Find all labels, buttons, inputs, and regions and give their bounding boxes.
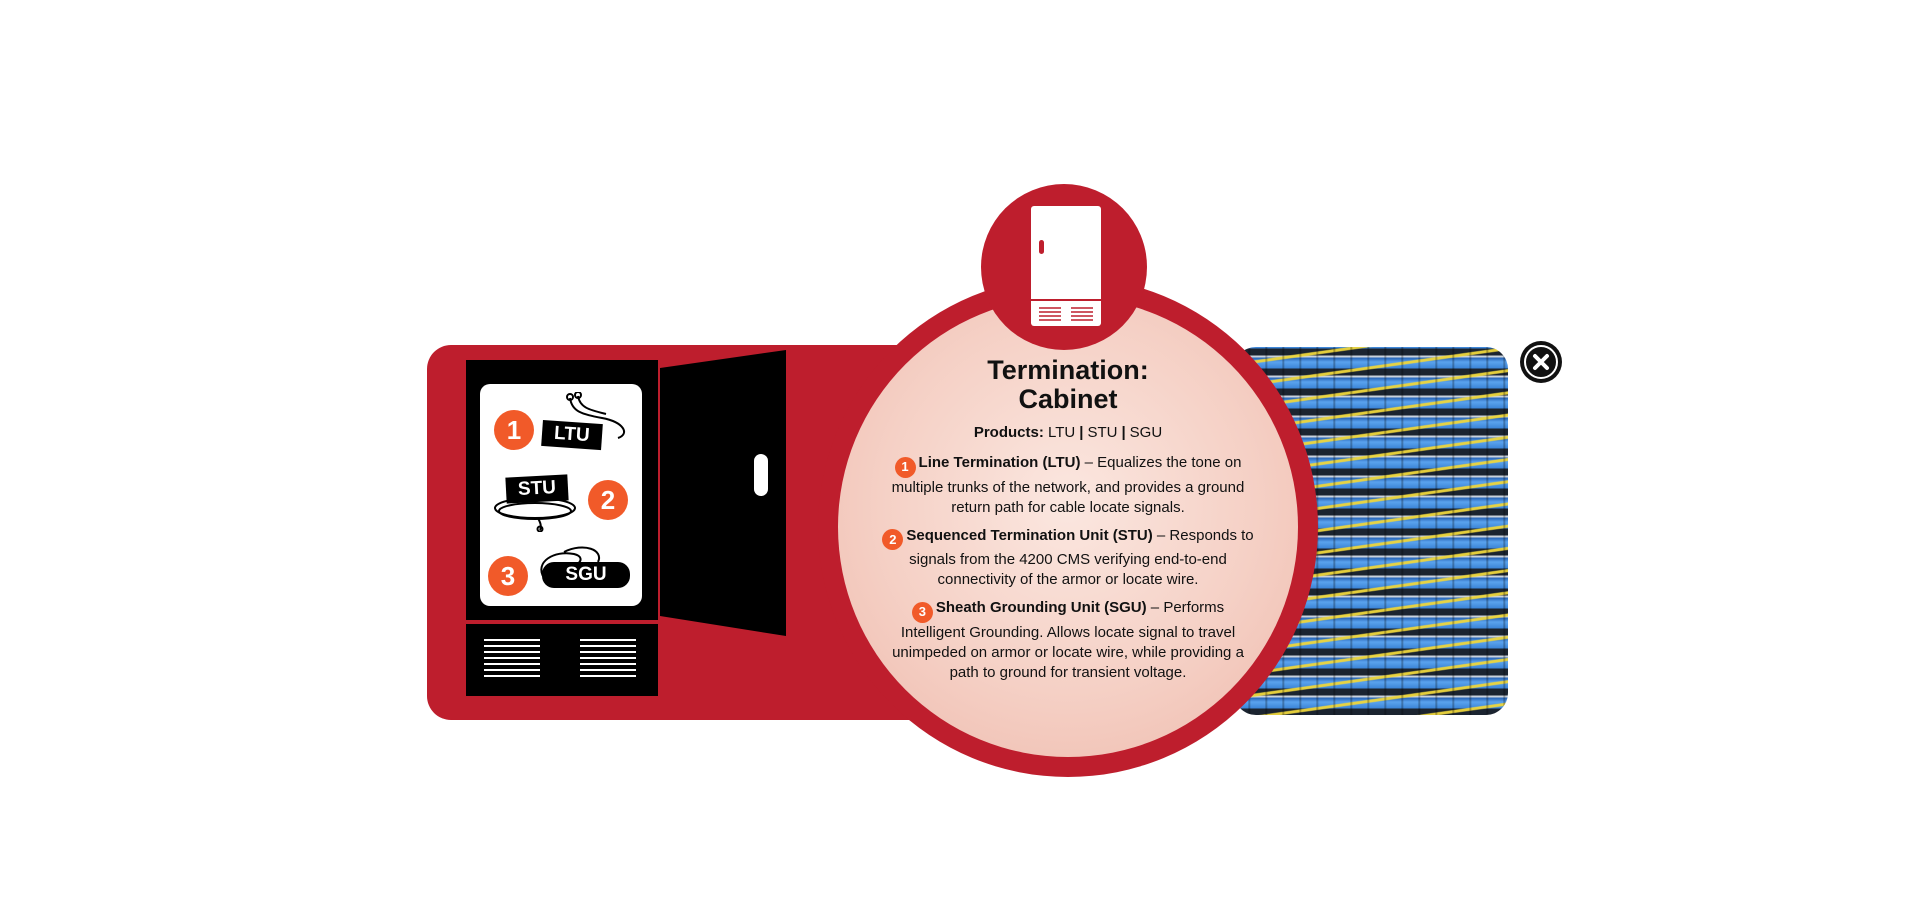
item-number-badge: 3 [911,601,933,623]
cabinet-door-open [660,350,786,636]
product-sgu: SGU [1129,424,1163,441]
close-ring [1524,345,1558,379]
item-description: – Equalizes the tone on multiple trunks … [891,454,1245,516]
item-description: – Responds to signals from the 4200 CMS … [909,526,1254,589]
device-number-badge: 2 [588,480,628,520]
ltu-wire-icon [566,392,626,439]
title-line-1: Termination: [987,355,1149,385]
cabinet-interior: 1 LTU STU 2 3 SGU [480,384,642,606]
cabinet-base [466,624,658,696]
product-ltu: LTU [1048,424,1076,441]
cabinet-icon [1031,206,1101,326]
device-number-badge: 1 [494,410,534,450]
title-line-2: Cabinet [1018,384,1118,414]
device-number-badge: 3 [488,556,528,596]
item-number-badge: 1 [894,456,916,478]
item-name: Sheath Grounding Unit (SGU) [935,599,1147,616]
cabinet-illustration: 1 LTU STU 2 3 SGU [466,360,658,696]
product-stu: STU [1087,424,1118,441]
vent-icon [484,639,540,677]
device-label-sgu: SGU [542,562,630,588]
door-handle-icon [754,454,768,496]
item-name: Sequenced Termination Unit (STU) [906,526,1153,544]
close-icon [1533,354,1549,370]
item-name: Line Termination (LTU) [918,454,1081,471]
separator: | [1079,424,1084,441]
info-content: Termination: Cabinet Products: LTU|STU|S… [838,352,1298,691]
cabinet-badge [981,184,1147,350]
info-circle [818,277,1318,777]
close-button[interactable] [1520,341,1562,383]
vent-icon [580,639,636,677]
info-circle-inner [838,297,1298,757]
item-description: – Performs Intelligent Grounding. Allows… [892,599,1244,681]
products-line: Products: LTU|STU|SGU [838,424,1298,441]
separator: | [1121,424,1126,441]
page-title: Termination: Cabinet [838,356,1298,414]
products-label: Products: [973,424,1044,441]
item-number-badge: 2 [882,529,904,550]
stu-wire-icon [494,497,576,532]
